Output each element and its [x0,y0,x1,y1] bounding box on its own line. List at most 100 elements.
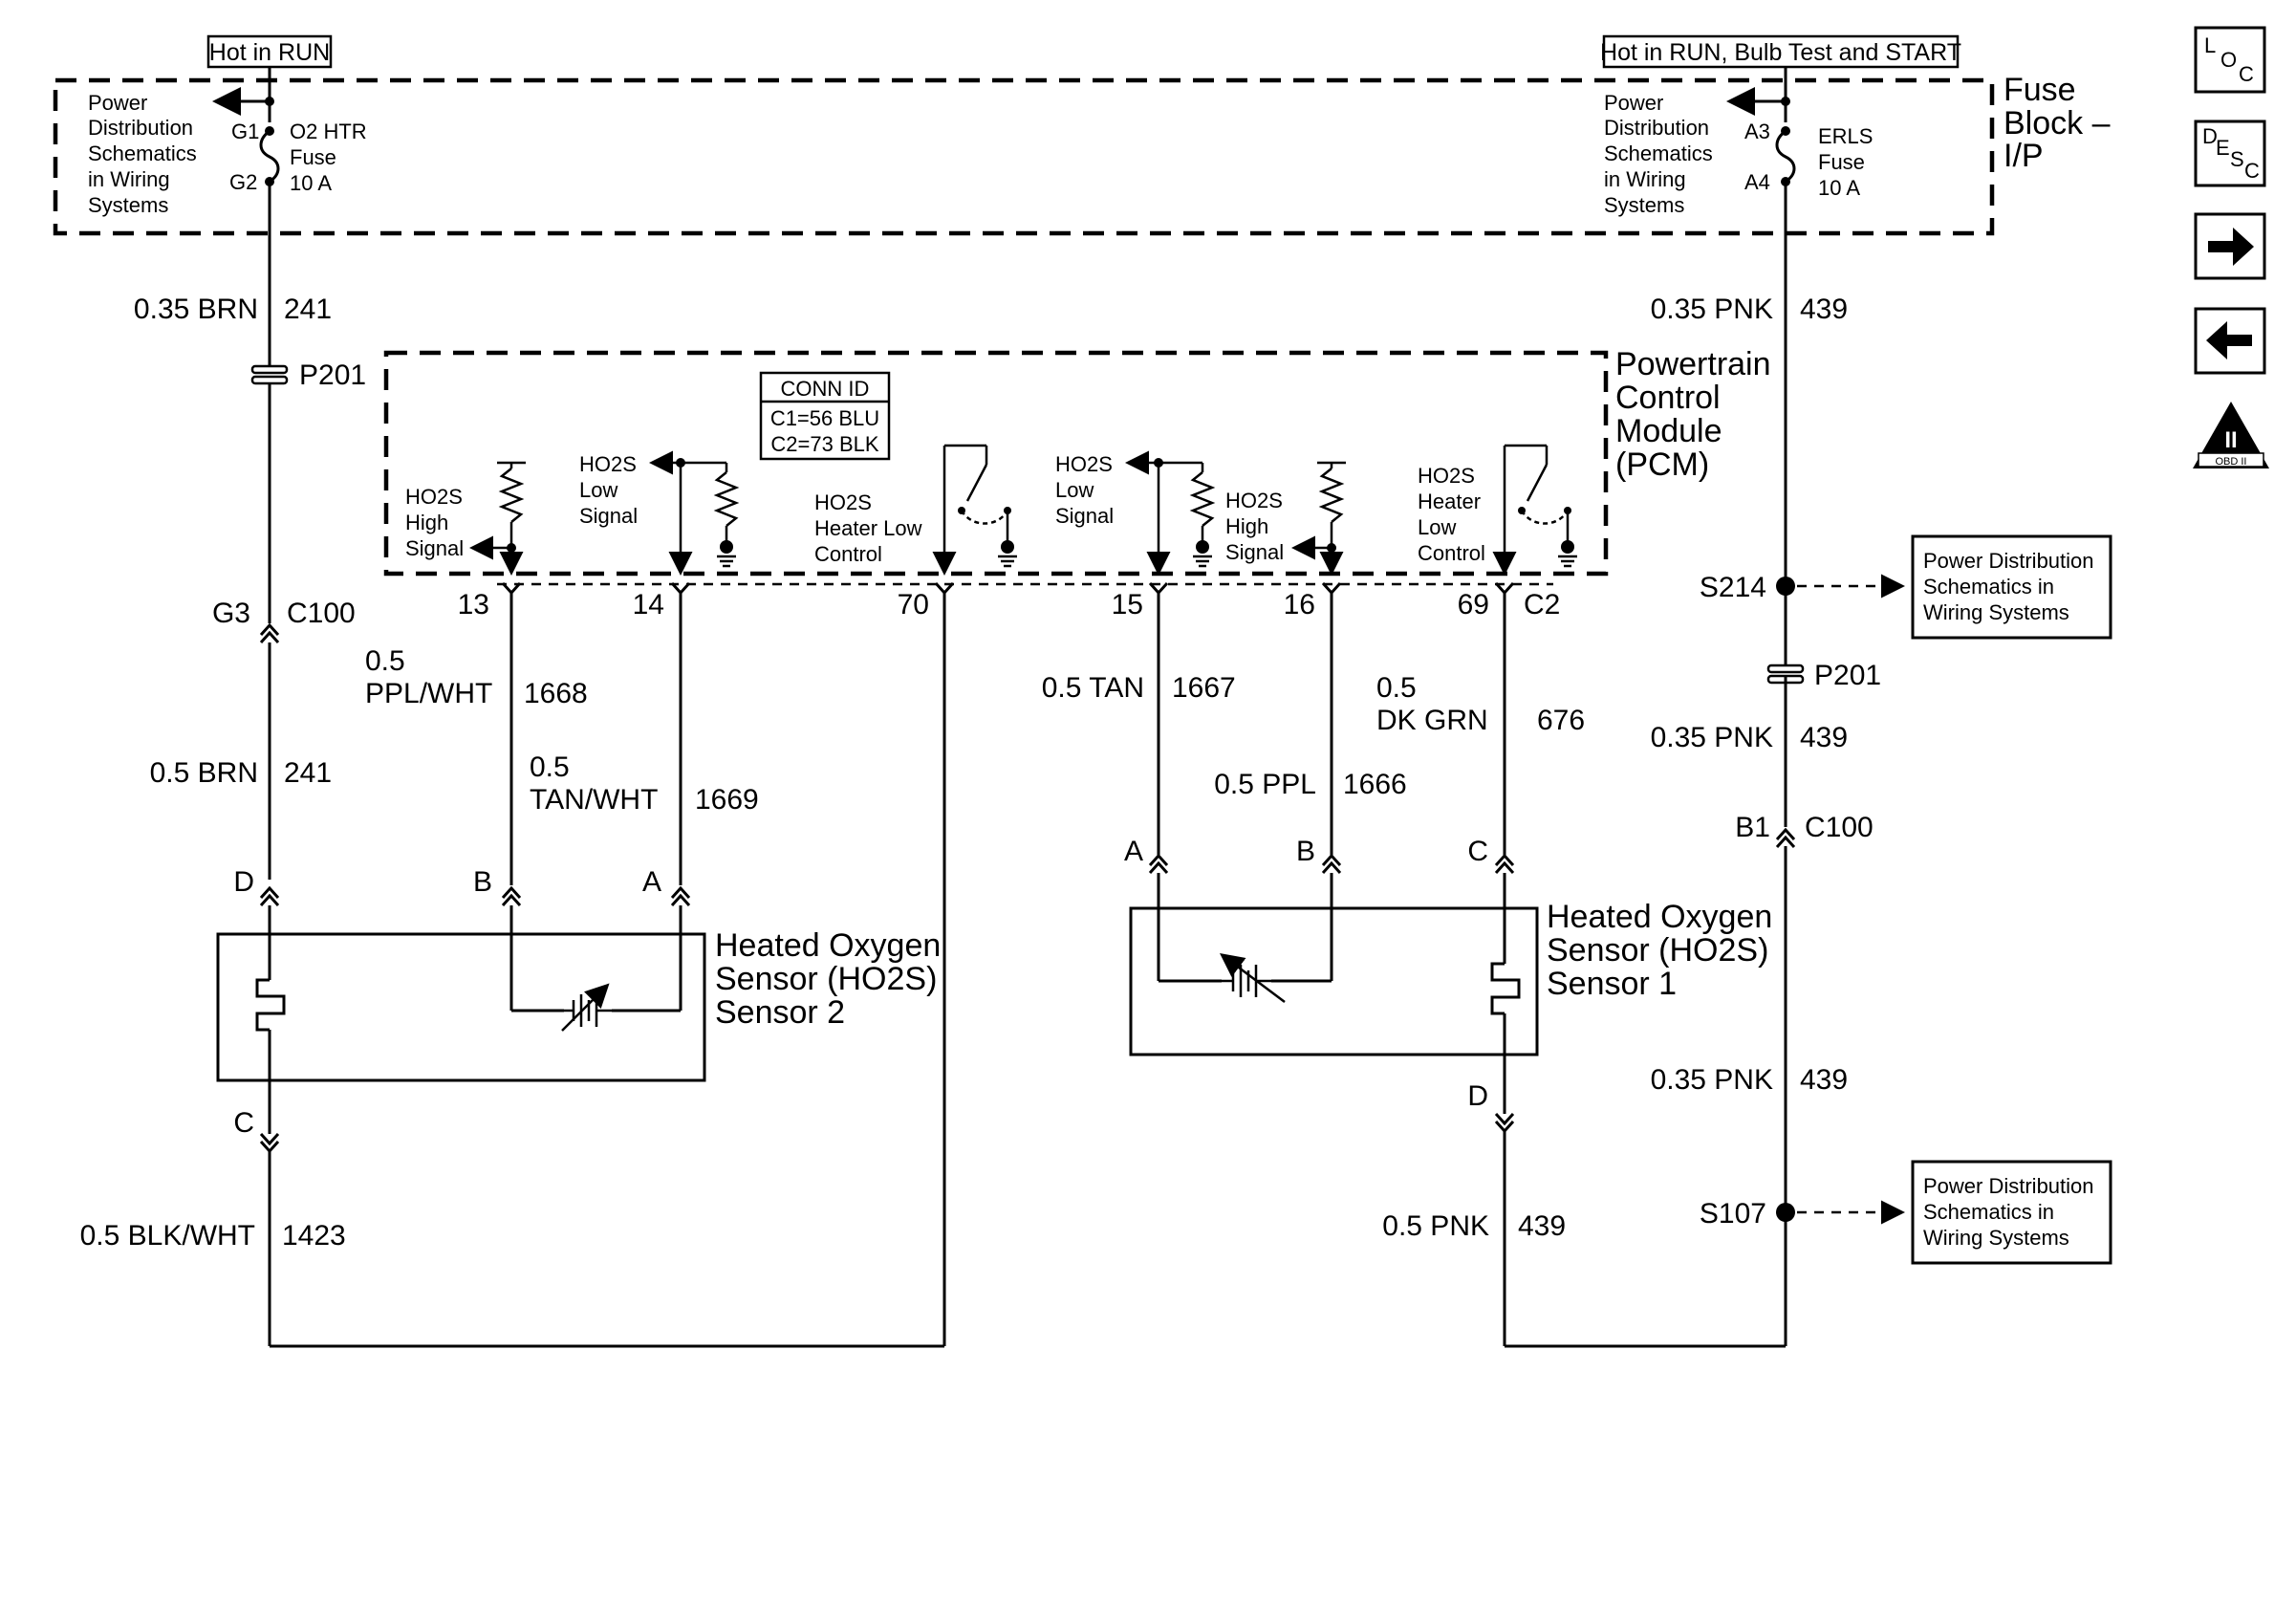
pcm-outline [383,350,1609,577]
svg-text:C2=73 BLK: C2=73 BLK [770,432,878,456]
svg-text:439: 439 [1518,1210,1566,1242]
svg-text:0.35 PNK: 0.35 PNK [1651,722,1773,753]
svg-text:O2 HTR: O2 HTR [290,120,367,143]
svg-text:C: C [2244,159,2260,183]
svg-text:0.5 BRN: 0.5 BRN [150,757,258,789]
svg-text:Signal: Signal [1055,504,1114,528]
svg-text:0.35 BRN: 0.35 BRN [134,294,258,325]
svg-text:Control: Control [1615,380,1721,416]
circuit-1666-wire: 0.5 PPL 1666 [1214,593,1407,855]
svg-text:Control: Control [814,542,882,566]
svg-text:Signal: Signal [1225,540,1284,564]
svg-text:0.5 BLK/WHT: 0.5 BLK/WHT [80,1220,255,1252]
svg-text:70: 70 [898,589,929,620]
svg-text:C: C [233,1107,254,1139]
c100-right-connector: B1 C100 [1735,812,1874,849]
svg-text:A3: A3 [1744,120,1770,143]
svg-text:P201: P201 [1814,660,1881,691]
svg-text:439: 439 [1800,294,1848,325]
svg-text:14: 14 [633,589,664,620]
desc-icon[interactable]: D E S C [2194,120,2266,187]
svg-text:1667: 1667 [1172,672,1236,704]
svg-text:Schematics: Schematics [88,142,197,165]
svg-text:Block –: Block – [2004,105,2111,142]
svg-text:Schematics: Schematics [1604,142,1713,165]
svg-text:HO2S: HO2S [1418,464,1475,488]
svg-text:Heated Oxygen: Heated Oxygen [715,927,941,964]
c100-left-connector: G3 C100 [212,598,356,644]
circuit-241-wire: 0.35 BRN 241 [134,233,332,623]
svg-text:Schematics in: Schematics in [1923,1200,2054,1224]
svg-text:D: D [1467,1080,1488,1112]
svg-text:69: 69 [1458,589,1489,620]
svg-text:HO2S: HO2S [1225,489,1283,512]
svg-text:Hot in RUN: Hot in RUN [209,39,330,66]
pcm-block-ho2s-low-signal-1: HO2S Low Signal [579,450,740,576]
sensor-2: D B A C Heated Oxygen Sensor (HO2S) Sens… [216,866,941,1154]
svg-text:0.35 PNK: 0.35 PNK [1651,1064,1773,1096]
svg-text:I/P: I/P [2004,138,2044,174]
loc-icon[interactable]: L O C [2194,26,2266,94]
back-arrow-icon[interactable] [2194,307,2266,375]
circuit-676-wire: 0.5 DK GRN 676 [1376,593,1585,855]
ref-box-s214[interactable]: Power Distribution Schematics in Wiring … [1911,534,2112,640]
svg-text:C100: C100 [1805,812,1874,843]
svg-text:0.5: 0.5 [365,645,405,677]
circuit-1669-wire: 0.5 TAN/WHT 1669 [530,593,759,885]
svg-text:1666: 1666 [1343,769,1407,800]
svg-text:B1: B1 [1735,812,1770,843]
ref-box-s107[interactable]: Power Distribution Schematics in Wiring … [1911,1160,2112,1265]
svg-text:High: High [1225,514,1268,538]
svg-text:G2: G2 [229,170,257,194]
svg-text:High: High [405,511,448,534]
svg-text:HO2S: HO2S [1055,452,1113,476]
svg-text:C1=56 BLU: C1=56 BLU [770,406,879,430]
svg-text:439: 439 [1800,1064,1848,1096]
svg-text:Control: Control [1418,541,1485,565]
svg-text:Hot in RUN, Bulb Test and STAR: Hot in RUN, Bulb Test and START [1600,39,1961,66]
svg-text:Fuse: Fuse [2004,72,2076,108]
svg-text:A: A [642,866,661,898]
svg-text:Signal: Signal [405,536,464,560]
hot-in-run-label: Hot in RUN [206,34,333,69]
svg-text:Sensor 1: Sensor 1 [1547,966,1677,1002]
svg-text:S214: S214 [1700,572,1766,603]
pcm-block-ho2s-high-signal-2: HO2S High Signal [1225,461,1346,576]
pcm-pin-numbers: 13 14 70 15 16 69 C2 [458,589,1561,620]
circuit-241-lower-wire: 0.5 BRN 241 [150,642,332,880]
svg-text:C: C [2239,62,2254,86]
obd-ii-icon[interactable]: II OBD II [2193,402,2269,468]
svg-text:Systems: Systems [88,193,168,217]
svg-text:Heated Oxygen: Heated Oxygen [1547,899,1772,935]
svg-text:B: B [473,866,492,898]
svg-text:Sensor 2: Sensor 2 [715,994,845,1031]
svg-text:15: 15 [1112,589,1143,620]
svg-text:Distribution: Distribution [1604,116,1709,140]
fuse-block-outline [53,77,1995,236]
svg-text:DK GRN: DK GRN [1376,705,1488,736]
svg-text:0.5 PNK: 0.5 PNK [1382,1210,1489,1242]
circuit-439-sensor1-wire: 0.5 PNK 439 [1382,1131,1786,1348]
svg-text:Low: Low [1418,515,1456,539]
svg-text:0.5 TAN: 0.5 TAN [1042,672,1144,704]
svg-text:Power Distribution: Power Distribution [1923,1174,2094,1198]
svg-text:0.5: 0.5 [1376,672,1417,704]
svg-text:Sensor (HO2S): Sensor (HO2S) [1547,932,1768,969]
svg-text:439: 439 [1800,722,1848,753]
svg-text:Module: Module [1615,413,1722,449]
pcm-block-heater-low-control-1: HO2S Heater Low Control [814,444,1017,576]
svg-text:in Wiring: in Wiring [1604,167,1686,191]
svg-text:Distribution: Distribution [88,116,193,140]
svg-text:Signal: Signal [579,504,638,528]
forward-arrow-icon[interactable] [2194,212,2266,280]
svg-text:D: D [2202,124,2218,148]
circuit-1667-wire: 0.5 TAN 1667 [1042,593,1236,855]
svg-text:Power Distribution: Power Distribution [1923,549,2094,573]
svg-text:Power: Power [88,91,147,115]
svg-text:ERLS: ERLS [1818,124,1873,148]
p201-right-connector: P201 [1766,660,1881,691]
svg-text:HO2S: HO2S [579,452,637,476]
svg-text:S107: S107 [1700,1198,1766,1230]
svg-text:13: 13 [458,589,489,620]
